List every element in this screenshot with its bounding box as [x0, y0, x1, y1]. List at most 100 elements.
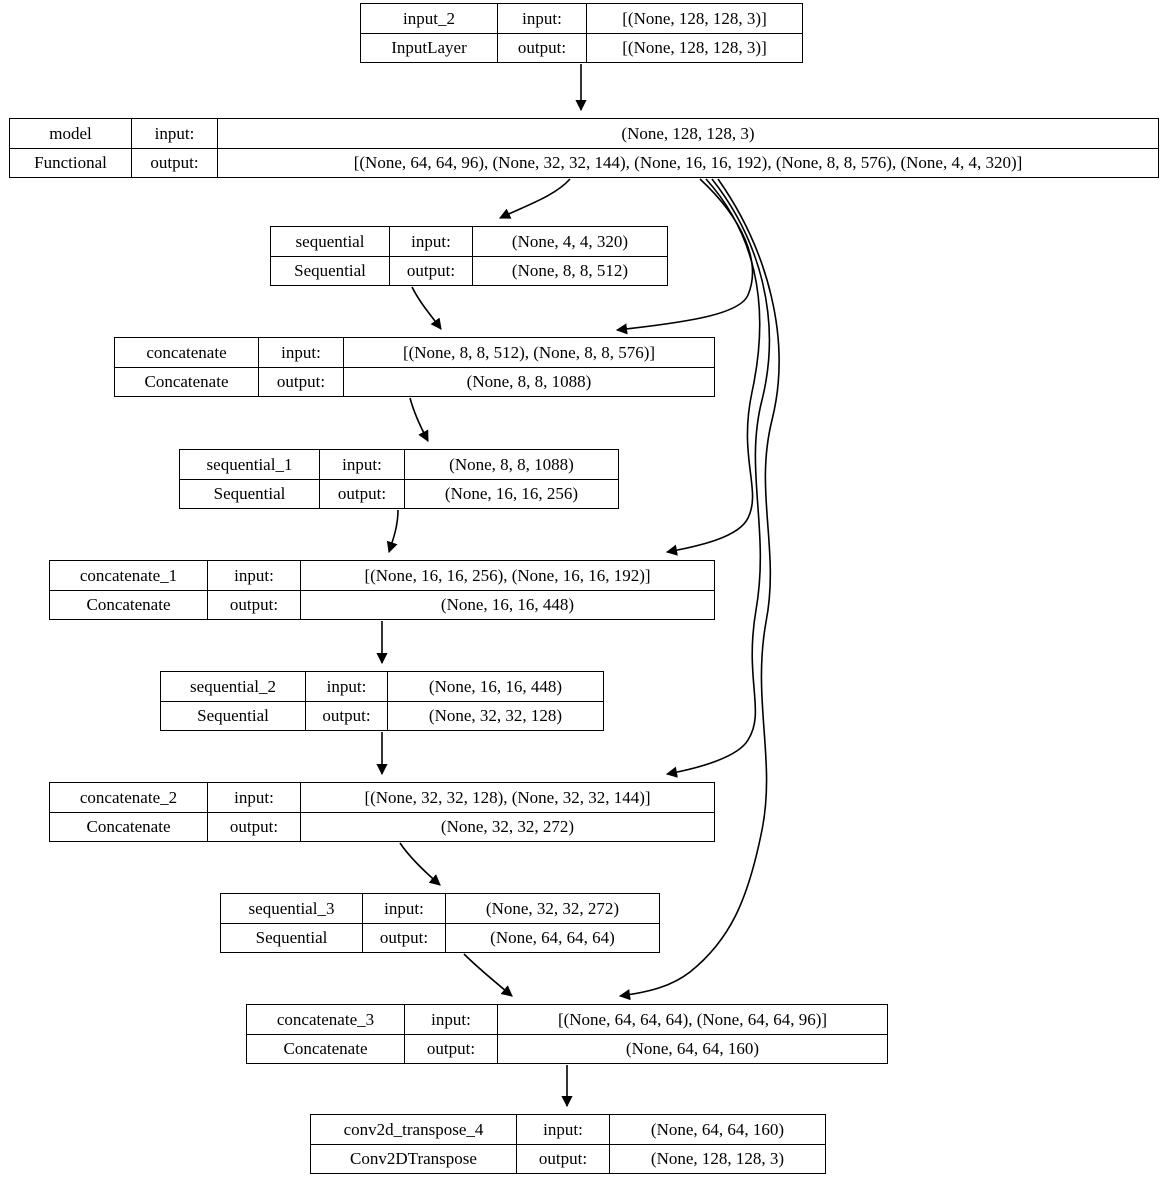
- node-input-label: input:: [259, 338, 344, 367]
- node-concatenate_3[interactable]: concatenate_3 input: [(None, 64, 64, 64)…: [246, 1004, 888, 1064]
- node-input-shape: (None, 64, 64, 160): [650, 1119, 785, 1139]
- node-input-shape: [(None, 128, 128, 3)]: [622, 8, 767, 28]
- node-row-output: Functional output: [(None, 64, 64, 96), …: [10, 148, 1158, 177]
- node-class-label: Sequential: [161, 701, 306, 730]
- node-input-label: input:: [405, 1005, 498, 1034]
- node-input-label: input:: [517, 1115, 610, 1144]
- node-sequential[interactable]: sequential input: (None, 4, 4, 320) Sequ…: [270, 226, 668, 286]
- node-sequential_1[interactable]: sequential_1 input: (None, 8, 8, 1088) S…: [179, 449, 619, 509]
- node-name-label: sequential_2: [161, 672, 306, 701]
- node-row-output: Concatenate output: (None, 8, 8, 1088): [115, 367, 714, 396]
- node-class-label: Sequential: [180, 479, 320, 508]
- node-input-label: input:: [306, 672, 388, 701]
- node-concatenate_2[interactable]: concatenate_2 input: [(None, 32, 32, 128…: [49, 782, 715, 842]
- node-row-input: concatenate_2 input: [(None, 32, 32, 128…: [50, 783, 714, 813]
- node-conv2d_transpose_4[interactable]: conv2d_transpose_4 input: (None, 64, 64,…: [310, 1114, 826, 1174]
- node-sequential_3[interactable]: sequential_3 input: (None, 32, 32, 272) …: [220, 893, 660, 953]
- node-model[interactable]: model input: (None, 128, 128, 3) Functio…: [9, 118, 1159, 178]
- node-row-output: Conv2DTranspose output: (None, 128, 128,…: [311, 1144, 825, 1173]
- node-output-label: output:: [405, 1034, 498, 1063]
- node-name-label: concatenate_1: [50, 561, 208, 590]
- edge-model-to-sequential: [498, 178, 571, 219]
- node-name-label: input_2: [361, 4, 498, 33]
- node-input-shape: (None, 16, 16, 448): [428, 676, 563, 696]
- node-class-label: Concatenate: [247, 1034, 405, 1063]
- edge-sequential-to-concatenate: [411, 286, 442, 330]
- node-input-label: input:: [363, 894, 446, 923]
- node-sequential_2[interactable]: sequential_2 input: (None, 16, 16, 448) …: [160, 671, 604, 731]
- node-row-output: Sequential output: (None, 16, 16, 256): [180, 479, 618, 508]
- node-concatenate[interactable]: concatenate input: [(None, 8, 8, 512), (…: [114, 337, 715, 397]
- node-output-label: output:: [390, 256, 473, 285]
- node-row-input: conv2d_transpose_4 input: (None, 64, 64,…: [311, 1115, 825, 1145]
- node-class-label: InputLayer: [361, 33, 498, 62]
- node-name-label: sequential_3: [221, 894, 363, 923]
- node-input-label: input:: [320, 450, 405, 479]
- node-output-shape: (None, 32, 32, 128): [428, 706, 563, 726]
- node-row-input: sequential input: (None, 4, 4, 320): [271, 227, 667, 257]
- node-row-output: Sequential output: (None, 32, 32, 128): [161, 701, 603, 730]
- node-row-output: Concatenate output: (None, 64, 64, 160): [247, 1034, 887, 1063]
- node-output-shape: (None, 64, 64, 160): [625, 1039, 760, 1059]
- edge-sequential3-to-concatenate3: [463, 953, 513, 997]
- node-output-label: output:: [517, 1144, 610, 1173]
- node-input-label: input:: [132, 119, 218, 148]
- node-input-shape: [(None, 16, 16, 256), (None, 16, 16, 192…: [364, 565, 651, 585]
- node-row-input: concatenate_3 input: [(None, 64, 64, 64)…: [247, 1005, 887, 1035]
- node-input-shape: (None, 32, 32, 272): [485, 898, 620, 918]
- node-output-label: output:: [320, 479, 405, 508]
- node-output-label: output:: [498, 33, 587, 62]
- node-name-label: sequential: [271, 227, 390, 256]
- node-output-shape: (None, 8, 8, 512): [511, 261, 629, 281]
- node-row-input: model input: (None, 128, 128, 3): [10, 119, 1158, 149]
- node-input-shape: [(None, 64, 64, 64), (None, 64, 64, 96)]: [557, 1009, 828, 1029]
- node-row-output: Sequential output: (None, 64, 64, 64): [221, 923, 659, 952]
- node-row-input: concatenate_1 input: [(None, 16, 16, 256…: [50, 561, 714, 591]
- node-output-shape: (None, 16, 16, 256): [444, 484, 579, 504]
- node-output-shape: [(None, 128, 128, 3)]: [622, 38, 767, 58]
- node-concatenate_1[interactable]: concatenate_1 input: [(None, 16, 16, 256…: [49, 560, 715, 620]
- node-input-shape: (None, 4, 4, 320): [511, 231, 629, 251]
- node-input-label: input:: [390, 227, 473, 256]
- node-name-label: sequential_1: [180, 450, 320, 479]
- edge-model-skip-to-concatenate2: [665, 178, 771, 778]
- edge-concatenate2-to-sequential3: [399, 842, 441, 886]
- node-output-shape: (None, 16, 16, 448): [440, 595, 575, 615]
- node-row-input: input_2 input: [(None, 128, 128, 3)]: [361, 4, 802, 34]
- node-name-label: concatenate_3: [247, 1005, 405, 1034]
- node-class-label: Sequential: [221, 923, 363, 952]
- node-output-shape: [(None, 64, 64, 96), (None, 32, 32, 144)…: [353, 153, 1023, 173]
- node-output-label: output:: [306, 701, 388, 730]
- edge-concatenate-to-sequential1: [409, 397, 429, 442]
- node-row-output: Concatenate output: (None, 32, 32, 272): [50, 812, 714, 841]
- node-output-shape: (None, 128, 128, 3): [650, 1149, 785, 1169]
- node-name-label: conv2d_transpose_4: [311, 1115, 517, 1144]
- node-output-label: output:: [132, 148, 218, 177]
- node-row-input: concatenate input: [(None, 8, 8, 512), (…: [115, 338, 714, 368]
- node-output-label: output:: [363, 923, 446, 952]
- node-class-label: Conv2DTranspose: [311, 1144, 517, 1173]
- node-row-input: sequential_1 input: (None, 8, 8, 1088): [180, 450, 618, 480]
- node-input-shape: (None, 8, 8, 1088): [449, 454, 574, 474]
- node-class-label: Sequential: [271, 256, 390, 285]
- node-input-label: input:: [498, 4, 587, 33]
- node-row-output: InputLayer output: [(None, 128, 128, 3)]: [361, 33, 802, 62]
- node-output-shape: (None, 8, 8, 1088): [466, 372, 592, 392]
- node-class-label: Functional: [10, 148, 132, 177]
- node-name-label: concatenate_2: [50, 783, 208, 812]
- node-input-shape: [(None, 8, 8, 512), (None, 8, 8, 576)]: [402, 342, 656, 362]
- node-input-label: input:: [208, 561, 301, 590]
- node-output-shape: (None, 64, 64, 64): [490, 928, 615, 948]
- node-output-label: output:: [208, 812, 301, 841]
- edge-sequential1-to-concatenate1: [386, 509, 399, 554]
- node-name-label: concatenate: [115, 338, 259, 367]
- node-class-label: Concatenate: [115, 367, 259, 396]
- node-row-input: sequential_3 input: (None, 32, 32, 272): [221, 894, 659, 924]
- node-input_2[interactable]: input_2 input: [(None, 128, 128, 3)] Inp…: [360, 3, 803, 63]
- node-class-label: Concatenate: [50, 590, 208, 619]
- node-output-label: output:: [208, 590, 301, 619]
- node-row-input: sequential_2 input: (None, 16, 16, 448): [161, 672, 603, 702]
- node-name-label: model: [10, 119, 132, 148]
- node-row-output: Sequential output: (None, 8, 8, 512): [271, 256, 667, 285]
